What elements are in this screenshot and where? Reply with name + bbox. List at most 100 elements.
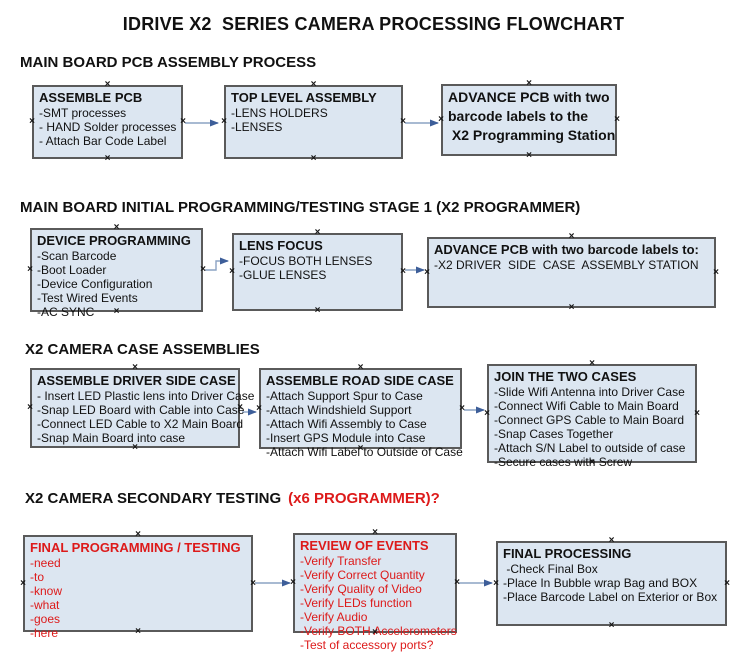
- connection-point-icon: ×: [27, 402, 33, 413]
- connection-point-icon: ×: [27, 264, 33, 275]
- box-title-line: barcode labels to the: [448, 108, 589, 124]
- section-heading-pcb-assembly: MAIN BOARD PCB ASSEMBLY PROCESS: [20, 54, 316, 71]
- box-item: -FOCUS BOTH LENSES: [239, 254, 373, 268]
- box-item: -GLUE LENSES: [239, 268, 327, 282]
- box-item: -Attach Wifi Assembly to Case: [266, 417, 427, 431]
- connection-point-icon: ×: [290, 577, 296, 588]
- connection-point-icon: ×: [493, 577, 499, 589]
- connection-point-icon: ×: [250, 577, 256, 589]
- section-heading-text: MAIN BOARD INITIAL PROGRAMMING/TESTING S…: [20, 199, 581, 216]
- connection-point-icon: ×: [614, 114, 620, 125]
- section-heading-accent: (x6 PROGRAMMER)?: [288, 490, 440, 507]
- connection-point-icon: ×: [200, 264, 206, 275]
- flow-box-s2b3: ADVANCE PCB with two barcode labels to:-…: [424, 232, 719, 313]
- connection-point-icon: ×: [568, 302, 575, 313]
- box-title: ASSEMBLE DRIVER SIDE CASE: [37, 373, 236, 388]
- box-item: -SMT processes: [39, 106, 127, 120]
- box-item: -Snap Cases Together: [494, 427, 614, 441]
- box-item: -Test of accessory ports?: [300, 638, 434, 652]
- connection-point-icon: ×: [221, 116, 227, 127]
- box-title-line: ADVANCE PCB with two: [448, 89, 610, 105]
- box-title: REVIEW OF EVENTS: [300, 538, 429, 553]
- box-item: -Attach Windshield Support: [266, 403, 412, 417]
- connection-point-icon: ×: [29, 116, 35, 127]
- box-item: -Slide Wifi Antenna into Driver Case: [494, 385, 685, 399]
- connection-point-icon: ×: [608, 620, 615, 631]
- connection-point-icon: ×: [180, 116, 186, 127]
- section-heading-case-assemblies: X2 CAMERA CASE ASSEMBLIES: [25, 341, 260, 358]
- connection-point-icon: ×: [20, 577, 26, 589]
- connection-point-icon: ×: [454, 577, 460, 588]
- connector-arrow: [205, 257, 229, 271]
- box-item: -Secure cases with Screw: [494, 455, 633, 469]
- box-item: -AC SYNC: [37, 305, 95, 319]
- flow-box-s4b2: REVIEW OF EVENTS-Verify Transfer-Verify …: [290, 528, 460, 653]
- section-heading-initial-programming: MAIN BOARD INITIAL PROGRAMMING/TESTING S…: [20, 199, 580, 216]
- box-item: -Attach Wifi Label to Outside of Case: [266, 445, 463, 459]
- box-item: -Verify Transfer: [300, 554, 382, 568]
- box-title: ASSEMBLE ROAD SIDE CASE: [266, 373, 454, 388]
- box-item: -Insert GPS Module into Case: [266, 431, 426, 445]
- box-title: FINAL PROGRAMMING / TESTING: [30, 540, 241, 555]
- box-item: -Attach S/N Label to outside of case: [494, 441, 686, 455]
- box-item: -what: [30, 598, 60, 612]
- box-item: -X2 DRIVER SIDE CASE ASSEMBLY STATION: [434, 258, 699, 272]
- flow-box-s1b2: TOP LEVEL ASSEMBLY-LENS HOLDERS-LENSES××…: [221, 80, 406, 164]
- box-item: -need: [30, 556, 61, 570]
- box-title-line: X2 Programming Station: [448, 127, 616, 143]
- connection-point-icon: ×: [314, 305, 321, 316]
- box-item: -Attach Support Spur to Case: [266, 389, 423, 403]
- flow-box-s2b2: LENS FOCUS-FOCUS BOTH LENSES-GLUE LENSES…: [229, 228, 406, 316]
- connection-point-icon: ×: [229, 266, 235, 277]
- connection-point-icon: ×: [694, 407, 700, 419]
- flow-box-s3b1: ASSEMBLE DRIVER SIDE CASE- Insert LED Pl…: [27, 363, 254, 453]
- connection-point-icon: ×: [104, 153, 111, 164]
- box-item: -Scan Barcode: [37, 249, 117, 263]
- box-title: ADVANCE PCB with two barcode labels to:: [434, 242, 699, 257]
- flow-box-s4b3: FINAL PROCESSING -Check Final Box-Place …: [493, 536, 730, 631]
- box-title: DEVICE PROGRAMMING: [37, 233, 191, 248]
- flow-box-s2b1: DEVICE PROGRAMMING-Scan Barcode-Boot Loa…: [27, 223, 206, 320]
- box-title: TOP LEVEL ASSEMBLY: [231, 90, 377, 105]
- box-title: JOIN THE TWO CASES: [494, 369, 637, 384]
- box-item: -Place Barcode Label on Exterior or Box: [503, 590, 718, 604]
- section-heading-secondary-testing: X2 CAMERA SECONDARY TESTING (x6 PROGRAMME…: [25, 490, 440, 507]
- box-title: ASSEMBLE PCB: [39, 90, 143, 105]
- connection-point-icon: ×: [256, 402, 262, 414]
- box-item: -here: [30, 626, 59, 640]
- connection-point-icon: ×: [724, 577, 730, 589]
- connection-point-icon: ×: [713, 266, 719, 278]
- flow-box-s1b1: ASSEMBLE PCB-SMT processes- HAND Solder …: [29, 80, 186, 164]
- flow-box-s4b1: FINAL PROGRAMMING / TESTING-need-to-know…: [20, 530, 256, 641]
- box-item: -LENSES: [231, 120, 283, 134]
- box-item: -Connect Wifi Cable to Main Board: [494, 399, 679, 413]
- connection-point-icon: ×: [400, 266, 406, 277]
- box-item: -Snap Main Board into case: [37, 431, 186, 445]
- box-item: - HAND Solder processes: [39, 120, 177, 134]
- box-item: - Attach Bar Code Label: [39, 134, 167, 148]
- connection-point-icon: ×: [526, 150, 532, 161]
- box-item: -Verify Quality of Video: [300, 582, 422, 596]
- box-item: -Test Wired Events: [37, 291, 138, 305]
- connection-point-icon: ×: [424, 266, 430, 278]
- box-item: -Boot Loader: [37, 263, 107, 277]
- box-item: -Connect GPS Cable to Main Board: [494, 413, 685, 427]
- connection-point-icon: ×: [459, 402, 465, 414]
- box-item: -Device Configuration: [37, 277, 153, 291]
- box-item: -Verify Correct Quantity: [300, 568, 425, 582]
- flow-box-s3b2: ASSEMBLE ROAD SIDE CASE-Attach Support S…: [256, 363, 465, 460]
- box-item: -Connect LED Cable to X2 Main Board: [37, 417, 244, 431]
- box-item: -Verify Audio: [300, 610, 368, 624]
- flow-box-s3b3: JOIN THE TWO CASES-Slide Wifi Antenna in…: [484, 359, 700, 470]
- connection-point-icon: ×: [310, 153, 317, 164]
- box-item: -Verify BOTH Accelerometers: [300, 624, 457, 638]
- connection-point-icon: ×: [484, 407, 490, 419]
- box-item: -to: [30, 570, 45, 584]
- section-heading-text: MAIN BOARD PCB ASSEMBLY PROCESS: [20, 54, 317, 71]
- box-title: LENS FOCUS: [239, 238, 323, 253]
- box-item: -Verify LEDs function: [300, 596, 413, 610]
- flow-box-s1b3: ADVANCE PCB with two barcode labels to th…: [438, 79, 620, 161]
- section-heading-text: X2 CAMERA SECONDARY TESTING: [25, 490, 282, 507]
- box-title: FINAL PROCESSING: [503, 546, 632, 561]
